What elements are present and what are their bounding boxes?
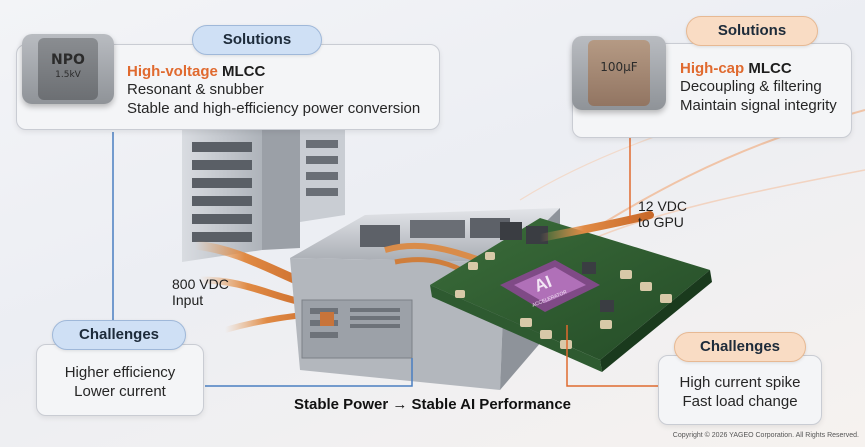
heading-accent: High-voltage (127, 63, 218, 80)
left-challenges-text: Higher efficiency Lower current (36, 363, 204, 401)
right-challenges-pill: Challenges (674, 332, 806, 362)
right-solutions-text: High-cap MLCC Decoupling & filtering Mai… (680, 60, 837, 115)
connector-left-bottom (205, 358, 413, 387)
right-solutions-line: Decoupling & filtering (680, 78, 822, 95)
left-challenges-line: Lower current (74, 383, 166, 400)
energy-streak (589, 169, 865, 241)
server-rack-right (300, 124, 345, 222)
output-voltage-value: 12 VDC (638, 198, 688, 214)
server-rack-left (182, 118, 300, 262)
chip-body (38, 38, 98, 100)
left-solutions-pill: Solutions (192, 25, 322, 55)
left-solutions-line: Resonant & snubber (127, 81, 264, 98)
input-voltage-caption: Input (172, 292, 204, 308)
heading-rest: MLCC (744, 60, 792, 77)
npo-mlcc-chip-image: NPO 1.5kV (22, 34, 114, 104)
ai-chip-text: AI (531, 272, 554, 296)
heading-rest: MLCC (217, 63, 266, 80)
left-challenges-panel (36, 344, 204, 416)
input-voltage-label: 800 VDC Input (172, 276, 229, 308)
ai-accelerator-board: AI ACCELERATOR (430, 218, 712, 372)
input-voltage-value: 800 VDC (172, 276, 229, 292)
chip-mark-bottom: 1.5kV (55, 70, 81, 80)
left-challenges-line: Higher efficiency (64, 364, 176, 381)
left-solutions-text: High-voltage MLCC Resonant & snubber Sta… (127, 63, 420, 118)
copyright-notice: Copyright © 2026 YAGEO Corporation. All … (672, 432, 859, 439)
right-challenges-text: High current spike Fast load change (658, 373, 822, 411)
gpu-output-cable (536, 211, 654, 242)
chip-mark-top: NPO (51, 52, 85, 68)
left-solutions-heading: High-voltage MLCC (127, 63, 420, 80)
right-challenges-line: Fast load change (682, 393, 798, 410)
right-solutions-heading: High-cap MLCC (680, 60, 837, 77)
left-solutions-line: Stable and high-efficiency power convers… (127, 100, 421, 117)
right-challenges-line: High current spike (679, 374, 801, 391)
chip-mark: 100μF (600, 60, 638, 74)
right-solutions-pill: Solutions (686, 16, 818, 46)
board-components (455, 252, 672, 349)
heading-accent: High-cap (680, 60, 745, 77)
footer-title: Stable Power → Stable AI Performance (293, 396, 572, 413)
left-challenges-pill: Challenges (52, 320, 186, 350)
connector-right-bottom (566, 325, 660, 387)
output-voltage-label: 12 VDC to GPU (638, 198, 687, 230)
chip-body (588, 40, 650, 106)
bus-cable (384, 242, 481, 263)
output-voltage-caption: to GPU (638, 214, 684, 230)
ai-chip-die (514, 267, 586, 303)
high-cap-mlcc-chip-image: 100μF (572, 36, 666, 110)
right-solutions-line: Maintain signal integrity (680, 97, 837, 114)
